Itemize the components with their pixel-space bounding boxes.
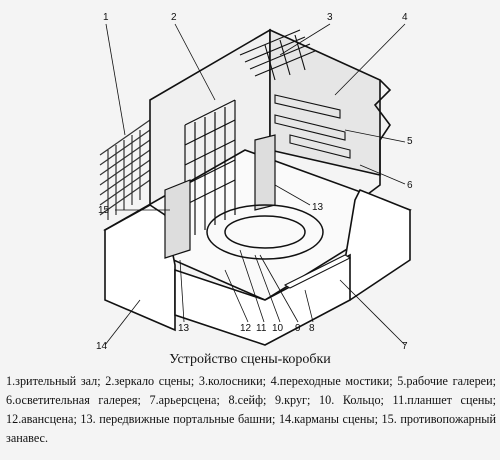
proscenium-frame xyxy=(184,99,236,240)
auditorium-seating xyxy=(99,119,151,220)
stage-box-diagram: 1 2 3 4 5 6 7 8 9 10 11 12 13 13 14 15 xyxy=(96,12,413,352)
grid-fly-loft xyxy=(239,29,316,81)
callout-13-center: 13 xyxy=(312,202,324,213)
callout-13-bottom: 13 xyxy=(178,323,190,334)
callout-3: 3 xyxy=(327,12,333,23)
figure-caption-title: Устройство сцены-коробки xyxy=(169,352,331,367)
callout-2: 2 xyxy=(171,12,177,23)
callout-10: 10 xyxy=(272,323,284,334)
portal-towers xyxy=(164,134,276,259)
callout-4: 4 xyxy=(402,12,408,23)
working-galleries xyxy=(274,94,351,159)
callout-5: 5 xyxy=(407,136,413,147)
callout-1: 1 xyxy=(103,12,109,23)
callout-6: 6 xyxy=(407,180,413,191)
safe-slot xyxy=(283,254,352,289)
callout-14: 14 xyxy=(96,341,108,352)
callout-15: 15 xyxy=(98,205,110,216)
revolve xyxy=(206,204,324,260)
callout-labels: 1 2 3 4 5 6 7 8 9 10 11 12 13 13 14 15 xyxy=(96,12,413,352)
figure-legend: 1.зрительный зал; 2.зеркало сцены; 3.кол… xyxy=(6,374,496,445)
callout-8: 8 xyxy=(309,323,315,334)
leader-lines xyxy=(104,23,406,346)
callout-11: 11 xyxy=(256,323,267,334)
callout-9: 9 xyxy=(295,323,301,334)
callout-7: 7 xyxy=(402,341,408,352)
callout-12: 12 xyxy=(240,323,252,334)
